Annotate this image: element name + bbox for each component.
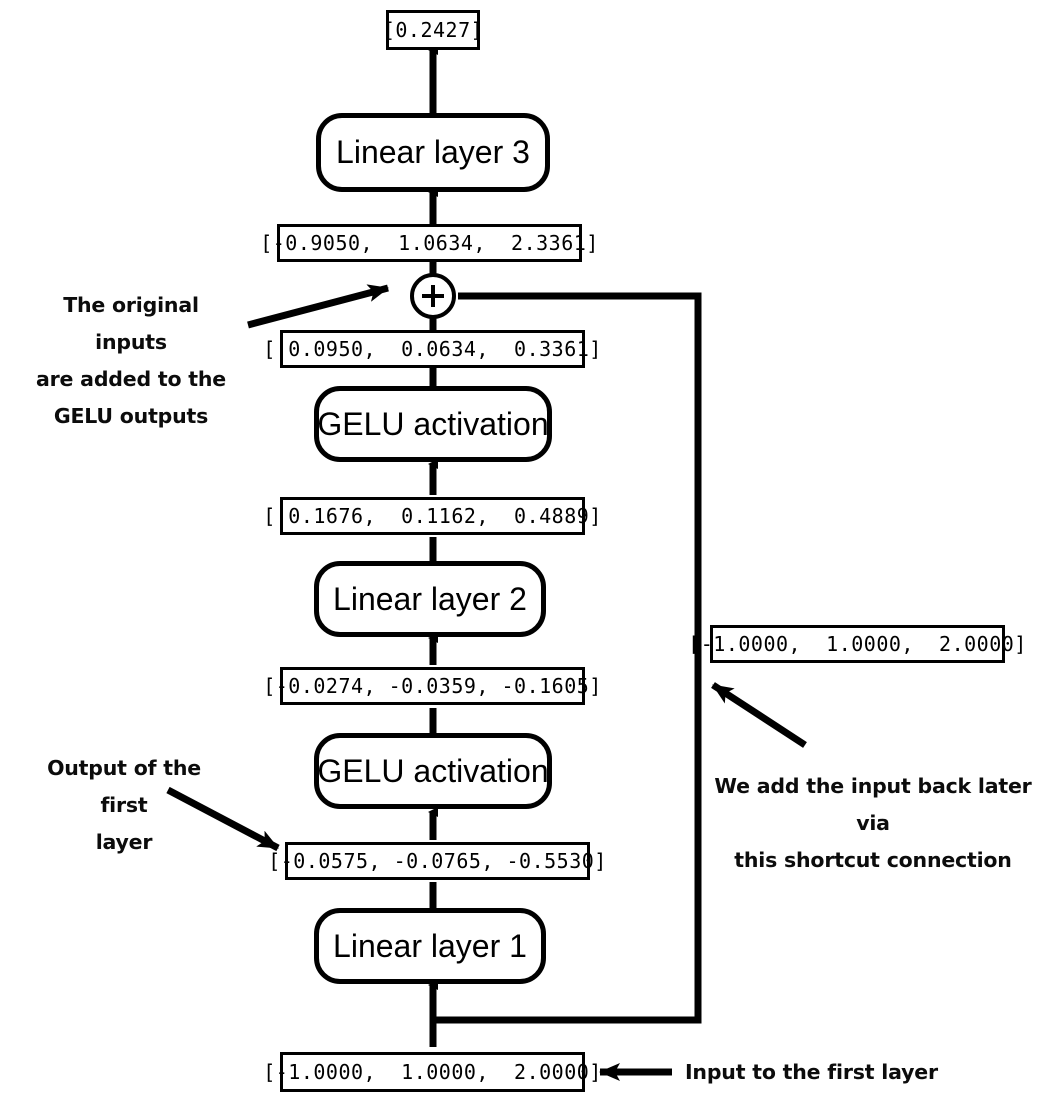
addition-node[interactable] — [410, 273, 456, 319]
annotation-first-layer-output-line-2: layer — [95, 830, 153, 854]
tensor-gelu1-output: [-0.0274, -0.0359, -0.1605] — [263, 667, 601, 705]
annotation-shortcut-connection: We add the input back later via this sho… — [708, 768, 1038, 879]
annotation-original-inputs-line-1: The original inputs — [63, 293, 199, 354]
annotation-original-inputs-line-3: GELU outputs — [53, 404, 209, 428]
annotation-original-inputs: The original inputs are added to the GEL… — [26, 287, 236, 435]
gelu-activation-2-block[interactable]: GELU activation — [314, 386, 552, 462]
annotation-input-first-layer: Input to the first layer — [685, 1060, 938, 1084]
tensor-input: [-1.0000, 1.0000, 2.0000] — [263, 1052, 601, 1092]
tensor-linear1-output: [-0.0575, -0.0765, -0.5530] — [268, 842, 606, 880]
plus-icon-vertical — [431, 285, 435, 307]
linear-layer-2-block[interactable]: Linear layer 2 — [314, 561, 546, 637]
annotation-shortcut-line-1: We add the input back later via — [714, 774, 1032, 835]
linear-layer-3-block[interactable]: Linear layer 3 — [316, 113, 550, 192]
arrow-original-inputs — [247, 284, 389, 329]
tensor-shortcut-copy: [-1.0000, 1.0000, 2.0000] — [688, 625, 1026, 663]
annotation-first-layer-output-line-1: Output of the first — [47, 756, 201, 817]
annotation-shortcut-line-2: this shortcut connection — [734, 848, 1012, 872]
gelu-activation-1-block[interactable]: GELU activation — [314, 733, 552, 809]
tensor-after-add: [-0.9050, 1.0634, 2.3361] — [260, 224, 598, 262]
tensor-gelu2-output: [ 0.0950, 0.0634, 0.3361] — [263, 330, 601, 368]
annotation-first-layer-output: Output of the first layer — [24, 750, 224, 861]
output-value-box: [0.2427] — [383, 10, 483, 50]
annotation-original-inputs-line-2: are added to the — [36, 367, 226, 391]
linear-layer-1-block[interactable]: Linear layer 1 — [314, 908, 546, 984]
arrow-shortcut-note — [711, 682, 807, 748]
tensor-linear2-output: [ 0.1676, 0.1162, 0.4889] — [263, 497, 601, 535]
